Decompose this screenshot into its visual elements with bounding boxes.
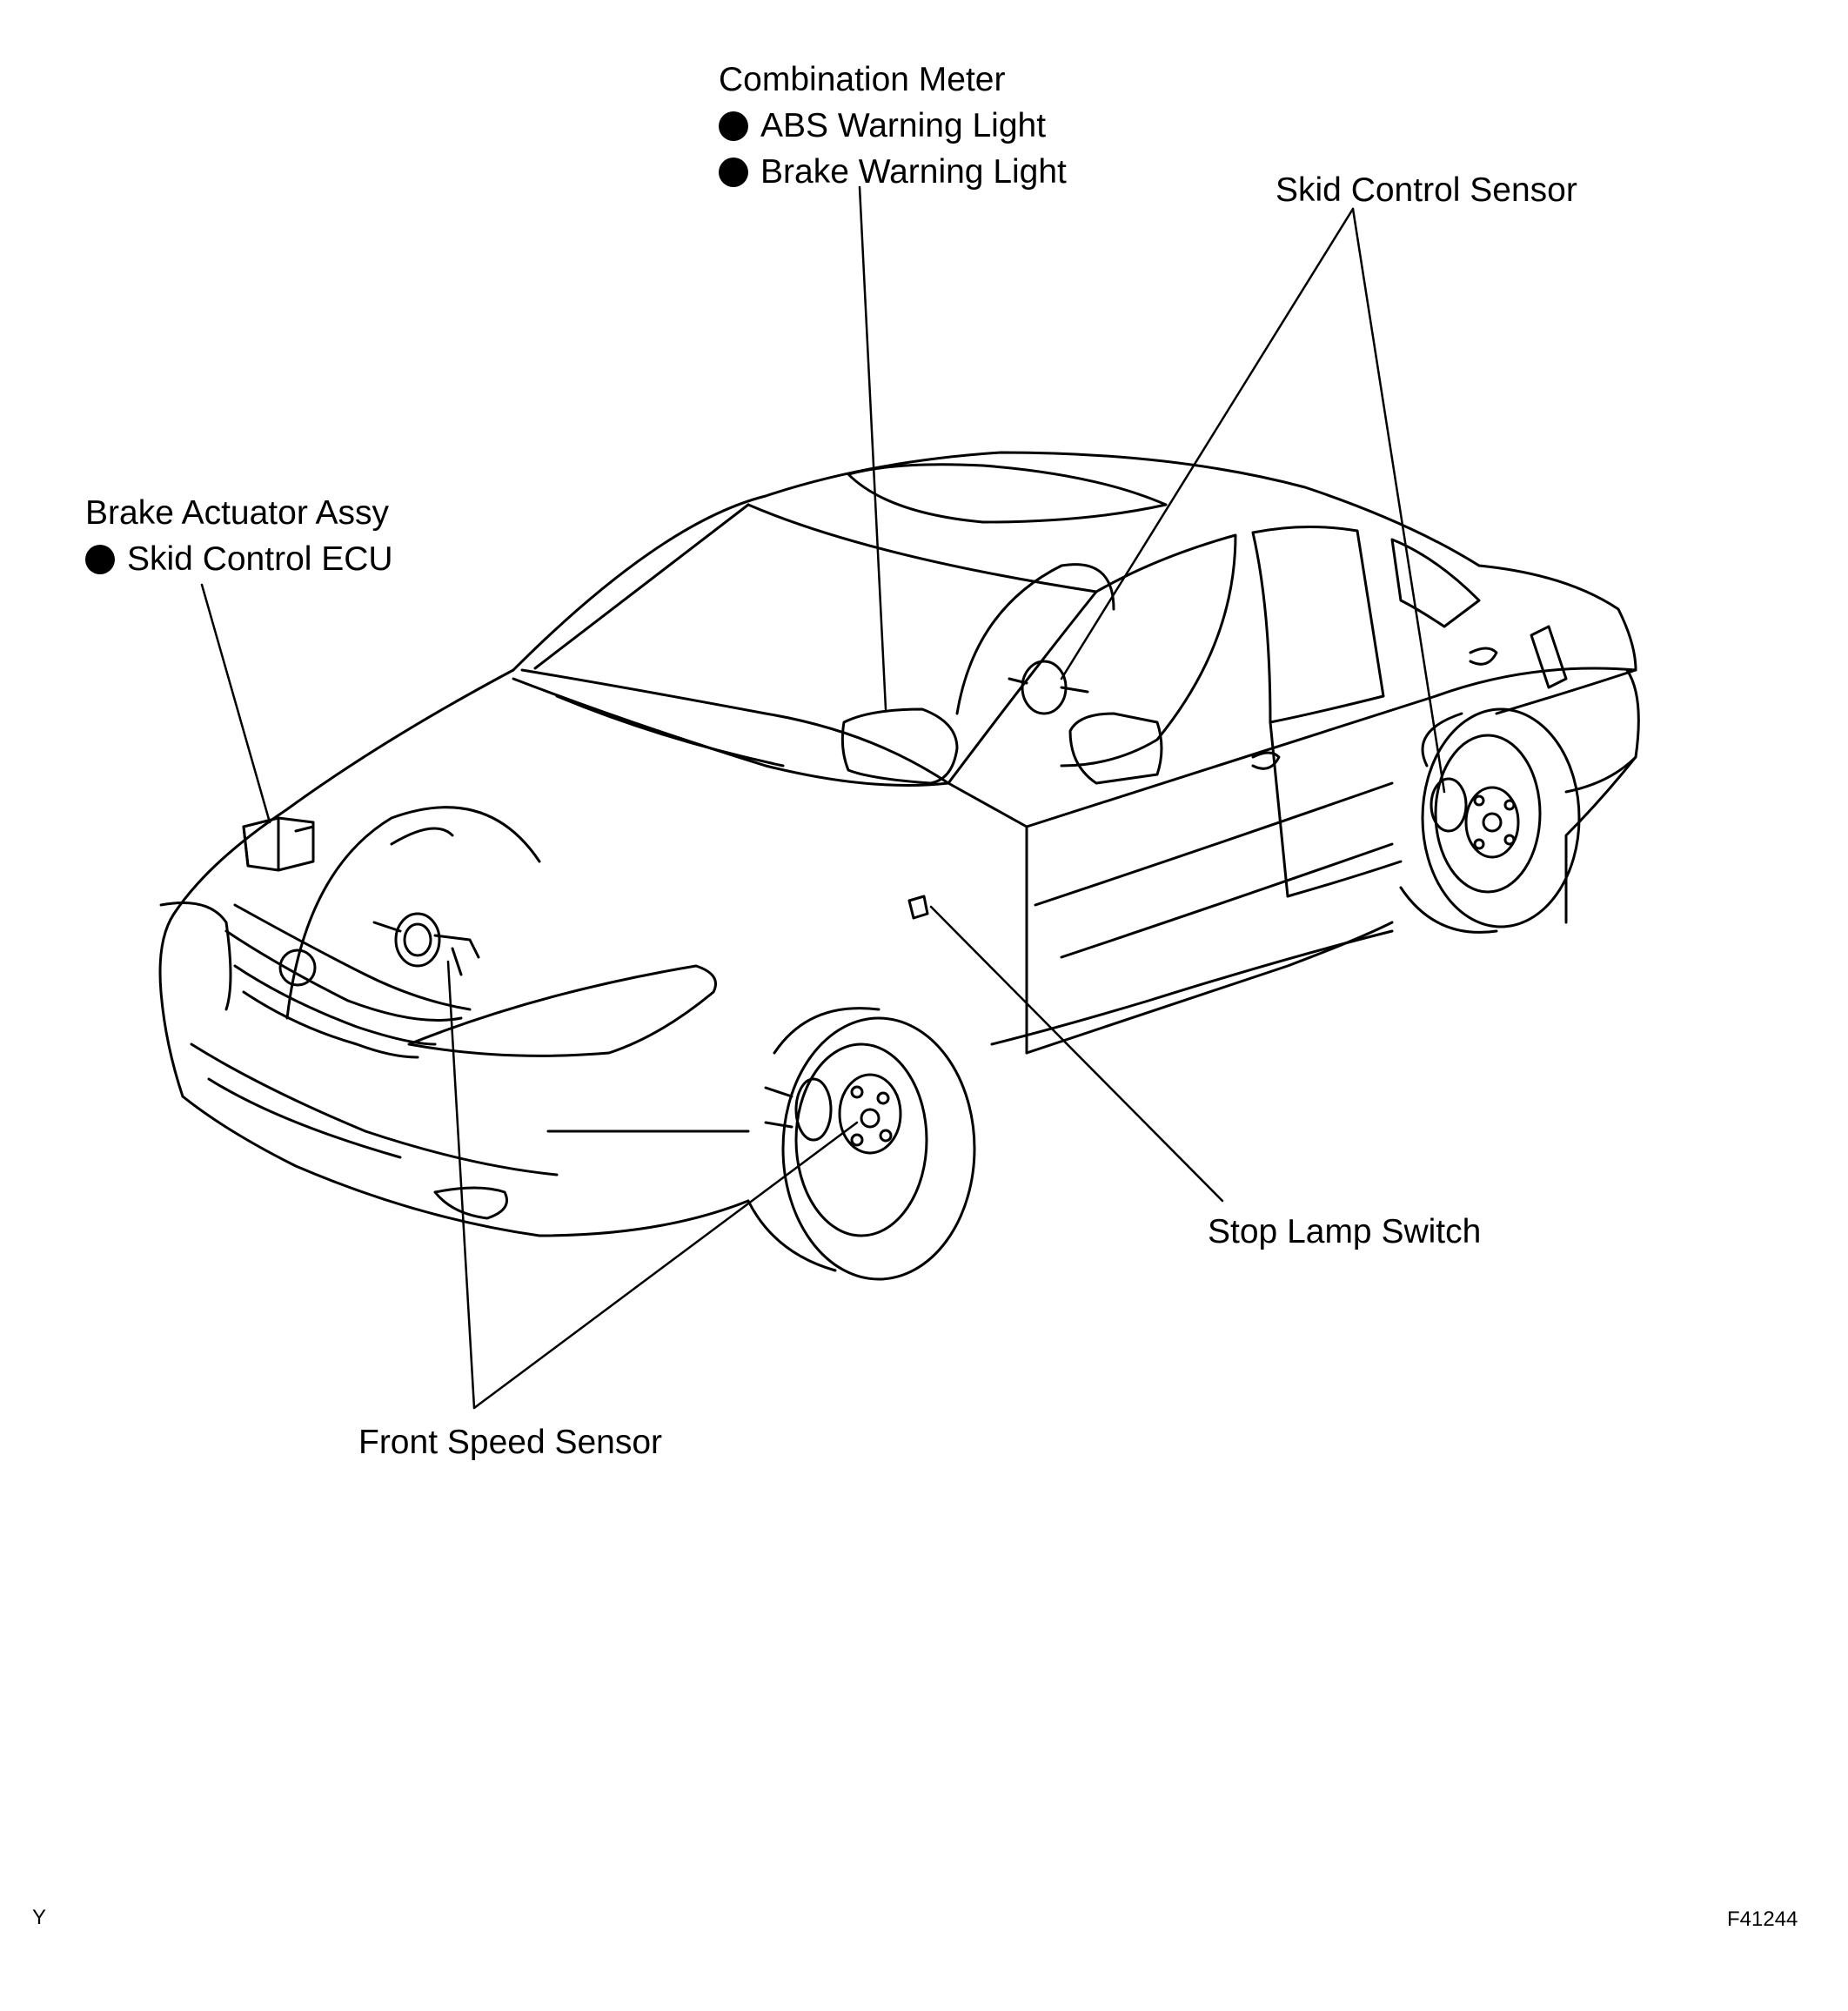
front-speed-sensor-label: Front Speed Sensor: [358, 1424, 663, 1461]
combination-meter-label: Combination Meter: [719, 61, 1006, 98]
rear-left-speed-sensor: [955, 563, 1115, 715]
skid-control-ecu-label: Skid Control ECU: [127, 540, 393, 578]
combination-meter-callout: Combination Meter ABS Warning Light Brak…: [719, 63, 1067, 189]
brake-actuator-callout: Brake Actuator Assy Skid Control ECU: [85, 496, 393, 576]
front-wheel: [747, 1007, 976, 1281]
bullet-icon: [719, 111, 748, 141]
rear-wheel: [1399, 707, 1581, 934]
abs-warning-light-item: ABS Warning Light: [719, 109, 1067, 143]
skid-control-ecu-item: Skid Control ECU: [85, 542, 393, 576]
leader-lines: [200, 185, 1446, 1410]
bullet-icon: [85, 544, 115, 574]
stop-lamp-switch-label: Stop Lamp Switch: [1208, 1213, 1482, 1250]
abs-warning-light-label: ABS Warning Light: [760, 107, 1047, 144]
figure-id: F41244: [1727, 1907, 1798, 1931]
brake-warning-light-label: Brake Warning Light: [760, 153, 1067, 191]
rear-hub-assembly: [1430, 777, 1520, 859]
car-body-outline: [158, 451, 1640, 1237]
front-left-speed-sensor: [372, 912, 480, 976]
stop-lamp-switch: [907, 895, 929, 920]
brake-actuator-label: Brake Actuator Assy: [85, 494, 390, 532]
front-hub-assembly: [764, 1073, 902, 1155]
bullet-icon: [719, 157, 748, 187]
skid-control-sensor-label: Skid Control Sensor: [1276, 171, 1577, 209]
combination-meter: [840, 707, 959, 785]
page-code-left: Y: [32, 1906, 47, 1929]
brake-warning-light-item: Brake Warning Light: [719, 155, 1067, 189]
brake-actuator: [242, 816, 315, 872]
